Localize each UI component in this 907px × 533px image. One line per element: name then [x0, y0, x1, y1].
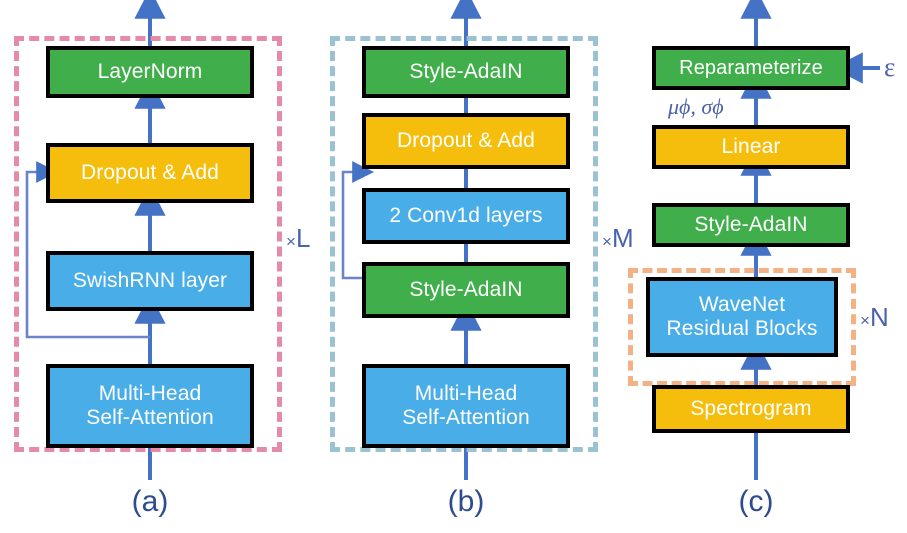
block-multihead-self-attention-a[interactable]: Multi-Head Self-Attention: [46, 364, 254, 448]
block-dropout-add-a[interactable]: Dropout & Add: [46, 143, 254, 203]
latent-params-label: μϕ, σϕ: [668, 94, 724, 119]
panel-c-repeat-count: N: [869, 302, 889, 332]
block-wavenet-residual-blocks[interactable]: WaveNet Residual Blocks: [646, 277, 838, 357]
panel-a-repeat-count: L: [295, 223, 311, 253]
noise-input-label: ε: [884, 52, 896, 82]
panel-c-repeat-label: ×N: [860, 304, 889, 330]
panel-c-wavenet-frame: [628, 268, 856, 386]
block-swishrnn-layer[interactable]: SwishRNN layer: [46, 251, 254, 311]
panel-b-repeat-label: ×M: [602, 225, 634, 251]
block-layernorm[interactable]: LayerNorm: [46, 46, 254, 98]
block-multihead-self-attention-b[interactable]: Multi-Head Self-Attention: [362, 364, 570, 448]
block-style-adain-c[interactable]: Style-AdaIN: [652, 203, 850, 247]
panel-a-frame: [14, 36, 282, 452]
panel-b-times-symbol: ×: [602, 232, 612, 251]
panel-a-times-symbol: ×: [286, 232, 296, 251]
block-style-adain-b-bottom[interactable]: Style-AdaIN: [362, 262, 570, 318]
block-style-adain-b-top[interactable]: Style-AdaIN: [362, 46, 570, 98]
panel-b-frame: [330, 36, 598, 452]
panel-b-caption: (b): [447, 485, 485, 518]
panel-c-times-symbol: ×: [860, 311, 870, 330]
block-linear[interactable]: Linear: [652, 125, 850, 169]
block-2-conv1d-layers[interactable]: 2 Conv1d layers: [362, 188, 570, 244]
panel-b-repeat-count: M: [611, 223, 634, 253]
panel-a-caption: (a): [131, 485, 169, 518]
panel-c-caption: (c): [738, 485, 774, 518]
block-reparameterize[interactable]: Reparameterize: [652, 46, 850, 90]
block-dropout-add-b[interactable]: Dropout & Add: [362, 113, 570, 169]
panel-a-repeat-label: ×L: [286, 225, 310, 251]
block-spectrogram[interactable]: Spectrogram: [652, 385, 850, 433]
